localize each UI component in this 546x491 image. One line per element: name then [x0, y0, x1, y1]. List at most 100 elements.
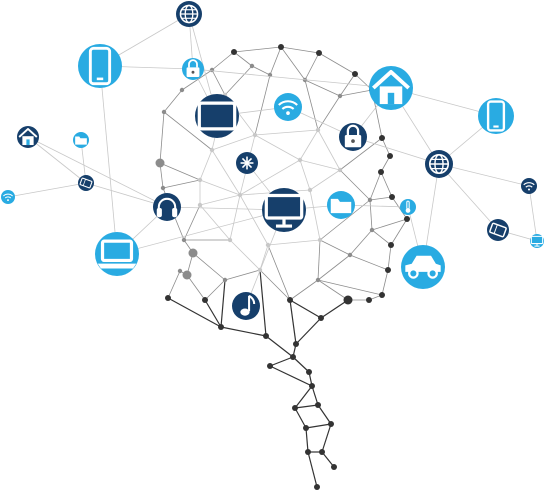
- mesh-line: [380, 171, 393, 198]
- mesh-line: [211, 149, 241, 196]
- mesh-node: [263, 333, 269, 339]
- connection-line: [27, 136, 87, 184]
- mesh-node: [315, 277, 321, 283]
- mesh-line: [319, 239, 351, 256]
- mesh-line: [317, 279, 349, 301]
- mesh-line: [299, 159, 311, 191]
- connection-line: [438, 163, 530, 187]
- mesh-line: [239, 159, 301, 196]
- mesh-node: [181, 237, 187, 243]
- mesh-node: [318, 315, 324, 321]
- mesh-line: [369, 199, 373, 231]
- headphones-icon: [153, 193, 181, 221]
- mesh-line: [321, 451, 335, 468]
- mesh-line: [220, 279, 226, 328]
- mesh-line: [254, 134, 301, 161]
- mesh-line: [199, 149, 213, 181]
- mesh-line: [349, 229, 373, 256]
- folder-icon: [73, 132, 89, 148]
- mesh-line: [369, 196, 393, 201]
- mesh-node: [309, 383, 315, 389]
- connection-line: [352, 136, 440, 165]
- mesh-line: [229, 239, 261, 271]
- mesh-line: [339, 169, 371, 201]
- lock-icon: [182, 58, 204, 80]
- mesh-line: [269, 46, 282, 76]
- mesh-node: [303, 425, 309, 431]
- mesh-line: [229, 194, 241, 241]
- mesh-node: [337, 167, 343, 173]
- car-icon: [401, 245, 445, 289]
- mesh-line: [320, 299, 349, 319]
- mesh-line: [391, 196, 408, 220]
- mesh-line: [289, 299, 322, 319]
- mesh-node: [378, 169, 384, 175]
- mesh-line: [309, 169, 341, 191]
- mesh-node: [160, 185, 166, 191]
- mesh-line: [317, 254, 351, 281]
- globe-icon: [425, 150, 453, 178]
- mesh-node: [389, 194, 395, 200]
- mesh-node: [182, 270, 192, 280]
- mesh-node: [209, 147, 215, 153]
- laptop-icon: [95, 232, 139, 276]
- icon-badge: [78, 44, 122, 88]
- icon-badge: [232, 292, 260, 320]
- mesh-line: [311, 385, 319, 406]
- mesh-line: [199, 204, 231, 241]
- mesh-line: [163, 111, 213, 151]
- smartphone-icon: [78, 44, 122, 88]
- mesh-node: [165, 295, 171, 301]
- mesh-node: [290, 354, 296, 360]
- mesh-line: [371, 229, 392, 246]
- mesh-line: [211, 134, 256, 151]
- mesh-line: [259, 244, 269, 271]
- mesh-line: [267, 244, 291, 301]
- mesh-line: [211, 51, 235, 71]
- mesh-line: [259, 269, 267, 337]
- mesh-line: [163, 89, 183, 113]
- mesh-node: [197, 202, 203, 208]
- smartphone-icon: [478, 98, 514, 134]
- mesh-line: [251, 65, 271, 76]
- mesh-node: [404, 216, 410, 222]
- globe-icon: [176, 1, 202, 27]
- mesh-node: [188, 248, 198, 258]
- mesh-line: [162, 179, 201, 189]
- mesh-line: [304, 79, 341, 97]
- mesh-node: [328, 421, 334, 427]
- mesh-line: [317, 95, 341, 131]
- mesh-line: [280, 46, 320, 54]
- mesh-node: [315, 127, 321, 133]
- mesh-node: [366, 297, 372, 303]
- mesh-line: [181, 69, 213, 91]
- mesh-line: [294, 404, 319, 409]
- mesh-node: [197, 177, 203, 183]
- mesh-line: [339, 137, 383, 171]
- icon-badge: [195, 94, 239, 138]
- connection-line: [27, 136, 168, 208]
- mesh-node: [387, 153, 393, 159]
- mesh-node: [161, 109, 167, 115]
- mesh-node: [305, 449, 311, 455]
- asterisk-icon: [236, 152, 258, 174]
- mesh-node: [249, 63, 255, 69]
- mesh-node: [287, 297, 293, 303]
- mesh-node: [314, 484, 320, 490]
- monitor-icon: [262, 188, 306, 232]
- mesh-line: [204, 279, 226, 301]
- mesh-node: [177, 268, 183, 274]
- mesh-node: [292, 405, 298, 411]
- mesh-node: [306, 369, 312, 375]
- music-note-icon: [232, 292, 260, 320]
- mesh-line: [295, 317, 322, 345]
- icon-badge: [400, 199, 416, 215]
- connection-line: [85, 182, 168, 208]
- mesh-line: [233, 51, 253, 67]
- mesh-node: [379, 292, 385, 298]
- mesh-line: [265, 335, 294, 358]
- mesh-line: [305, 423, 332, 429]
- mesh-line: [294, 385, 313, 409]
- mesh-line: [233, 46, 282, 53]
- mesh-node: [379, 135, 385, 141]
